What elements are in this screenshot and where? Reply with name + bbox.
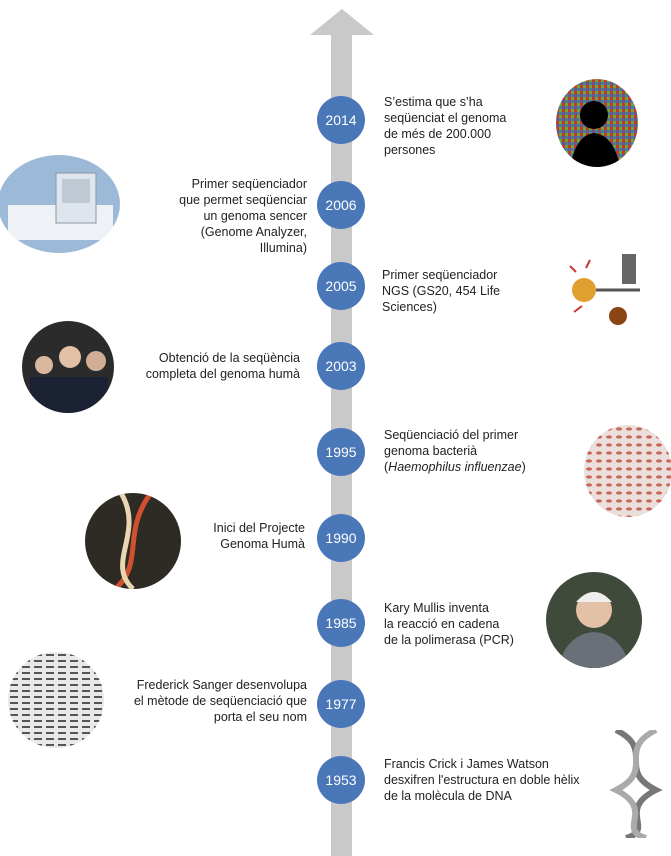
- year-1977-circle: 1977: [317, 680, 365, 728]
- genome-mosaic-photo: [556, 79, 638, 167]
- bacteria-photo: [584, 425, 671, 517]
- event-2014-text: S’estima que s’ha seqüenciat el genoma d…: [384, 95, 507, 157]
- kary-mullis-photo: [546, 572, 642, 668]
- year-label: 2005: [325, 278, 357, 294]
- sanger-gel-photo: [8, 652, 104, 748]
- year-2006-circle: 2006: [317, 181, 365, 229]
- sequencer-photo: [0, 155, 120, 253]
- year-label: 1953: [325, 772, 357, 788]
- year-label: 2003: [325, 358, 357, 374]
- year-label: 1990: [325, 530, 357, 546]
- event-2005-text: Primer seqüenciador NGS (GS20, 454 Life …: [382, 268, 501, 314]
- event-1990-text: Inici del Projecte Genoma Humà: [213, 521, 305, 551]
- year-label: 2006: [325, 197, 357, 213]
- event-2003-text: Obtenció de la seqüència completa del ge…: [145, 351, 300, 381]
- event-2006-text: Primer seqüenciador que permet seqüencia…: [179, 177, 307, 255]
- year-2003-circle: 2003: [317, 342, 365, 390]
- double-helix-image: [606, 730, 666, 838]
- event-1995-species: Haemophilus influenzae: [388, 460, 522, 474]
- year-label: 1995: [325, 444, 357, 460]
- event-1995-text: Seqüenciació del primer genoma bacterià …: [384, 427, 526, 475]
- event-1985-text: Kary Mullis inventa la reacció en cadena…: [384, 601, 514, 647]
- year-label: 1977: [325, 696, 357, 712]
- event-1995-text-a: Seqüenciació del primer genoma bacterià …: [384, 428, 519, 474]
- timeline-arrowhead: [310, 9, 374, 35]
- event-1977-text: Frederick Sanger desenvolupa el mètode d…: [133, 678, 307, 724]
- event-1953-text: Francis Crick i James Watson desxifren l…: [384, 757, 580, 803]
- year-1985-circle: 1985: [317, 599, 365, 647]
- dna-poster-photo: [85, 493, 181, 589]
- event-1995-text-c: ): [521, 460, 526, 474]
- year-label: 1985: [325, 615, 357, 631]
- year-1990-circle: 1990: [317, 514, 365, 562]
- ngs-diagram-image: [560, 246, 654, 340]
- year-2005-circle: 2005: [317, 262, 365, 310]
- year-label: 2014: [325, 112, 357, 128]
- announcement-photo: [22, 321, 114, 413]
- year-1953-circle: 1953: [317, 756, 365, 804]
- year-1995-circle: 1995: [317, 428, 365, 476]
- year-2014-circle: 2014: [317, 96, 365, 144]
